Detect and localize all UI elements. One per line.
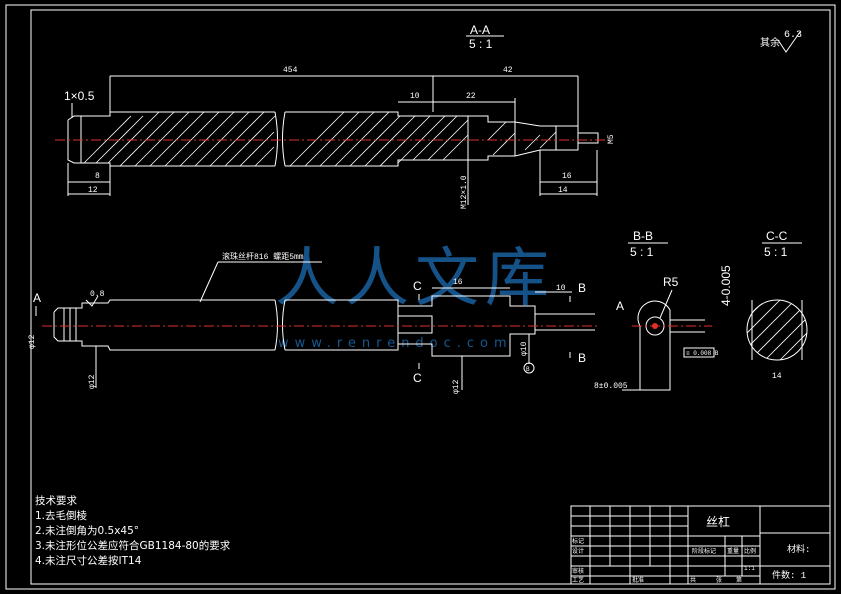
material-label: 材料: [787,543,810,555]
dim-22: 22 [466,92,476,101]
section-cc-scale: 5 : 1 [764,245,788,259]
technical-notes: 技术要求 1.去毛倒棱 2.未注倒角为0.5x45° 3.未注形位公差应符合GB… [35,494,230,569]
row-review: 审核 [572,567,584,575]
dim-16b: 16 [453,278,463,287]
dim-8: 8 [95,172,100,181]
stage-marks: 阶段标记 [692,547,716,555]
weight-label: 重量 [727,547,739,555]
label-b1: B [578,281,586,295]
label-b2: B [578,351,586,365]
label-c2: C [413,371,422,385]
datum-b-label: B [526,366,530,373]
section-bb-title: B-B [633,229,653,243]
dim-10a: 10 [410,92,420,101]
roughness-other: 其余 [760,36,780,50]
section-bb-scale: 5 : 1 [630,245,654,259]
dim-phi10: φ10 [520,341,529,356]
qty-label: 件数: 1 [772,569,806,581]
sheet-label: 张 [716,576,722,584]
dim-phi12b: φ12 [88,374,97,389]
dim-angle: 0.8 [90,290,105,299]
section-cc-title: C-C [766,229,788,243]
dim-454: 454 [283,66,298,75]
note-item: 1.去毛倒棱 [35,510,88,522]
note-item: 3.未注形位公差应符合GB1184-80的要求 [35,540,231,552]
dim-dev4: 4-0.005 [719,265,733,306]
datum-b-symbol [523,362,535,374]
inner-frame [30,9,831,585]
scale-label: 比例 [744,547,756,555]
page-label: 第 [736,576,742,584]
front-view: A φ12 滚珠丝杆816 螺距5mm 0.8 φ12 C C 16 φ12 [28,251,600,394]
part-name: 丝杠 [706,514,730,529]
dim-r5: R5 [663,275,679,289]
label-a2: A [616,299,624,313]
title-block: 丝杠 材料: 件数: 1 标记 设计 审核 工艺 阶段标记 重量 比例 1:1 … [570,505,831,585]
dim-phi12a: φ12 [28,334,37,349]
section-aa-scale: 5 : 1 [469,37,493,51]
section-cc-view: C-C 5 : 1 14 [746,229,808,381]
note-item: 2.未注倒角为0.5x45° [35,525,140,537]
dim-10b: 10 [556,284,566,293]
thread-callout: 滚珠丝杆816 螺距5mm [222,251,304,262]
scale-value: 1:1 [744,565,755,572]
watermark-logo: 人人文库 [275,242,555,316]
row-design: 设计 [572,547,584,555]
section-aa-title: A-A [470,23,490,37]
note-item: 4.未注尺寸公差按IT14 [35,555,142,567]
dim-m5: M5 [607,134,616,144]
row-process: 工艺 [572,576,584,584]
total-label: 共 [690,576,696,584]
roughness-value: 6.3 [784,30,802,41]
dim-phi12c: φ12 [452,379,461,394]
section-aa-view: A-A 5 : 1 其余 6.3 1×0.5 [55,23,802,209]
dim-42: 42 [503,66,513,75]
roughness-icon [777,31,801,53]
section-bb-view: B-B 5 : 1 A R5 4-0.005 ≡ 0.008 B 8±0.005 [594,229,733,391]
label-a1: A [33,291,41,305]
notes-title: 技术要求 [35,495,77,507]
dim-12: 12 [88,186,98,195]
dim-14b: 14 [772,372,782,381]
approve-label: 批准 [632,576,644,584]
chamfer-label: 1×0.5 [64,89,95,103]
dim-m12: M12×1.0 [460,175,469,209]
tolerance-frame: ≡ 0.008 B [686,350,719,357]
drawing-border [5,4,836,590]
dim-dev8: 8±0.005 [594,382,628,391]
dim-16a: 16 [562,172,572,181]
row-mark: 标记 [572,537,584,545]
watermark-url: www.renrendoc.com [278,336,513,351]
dim-14a: 14 [558,186,568,195]
label-c1: C [413,279,422,293]
section-hatching [83,111,557,167]
